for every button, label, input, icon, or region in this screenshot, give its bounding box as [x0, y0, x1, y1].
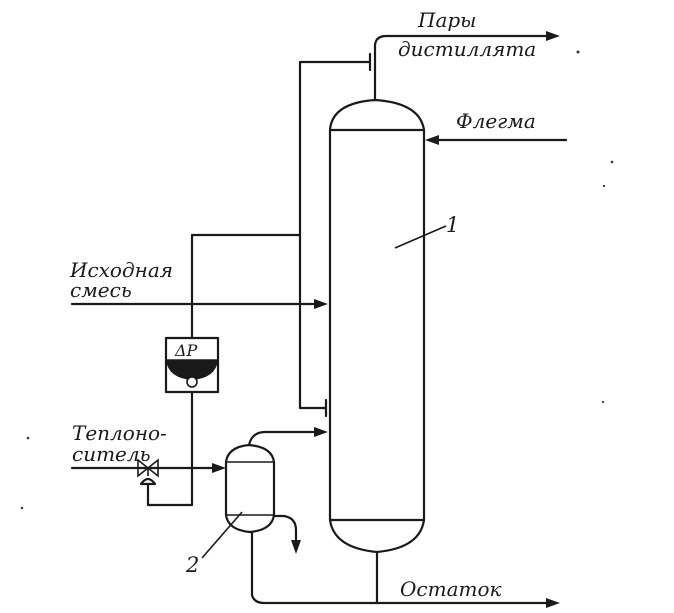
heat-carrier-line — [70, 463, 226, 473]
scan-specks — [20, 50, 614, 510]
pressure-tap-lines — [146, 52, 372, 507]
bottoms-line — [250, 530, 560, 608]
reboiler-leader-line — [201, 511, 243, 559]
vapor-outlet-line — [373, 31, 560, 102]
bottoms-label: Остаток — [400, 577, 501, 601]
reflux-label: Флегма — [456, 109, 536, 133]
feed-label-line2: смесь — [70, 278, 132, 302]
vapor-label-line2: дистиллята — [398, 37, 536, 61]
vapor-label-line1: Пары — [417, 8, 476, 32]
reboiler-vapor-return-line — [247, 427, 328, 447]
feed-inlet-line — [70, 299, 328, 309]
heat-carrier-label-line2: ситель — [72, 442, 151, 466]
column-leader-line — [394, 225, 447, 249]
control-valve — [137, 458, 159, 486]
column-number: 1 — [446, 213, 459, 237]
heat-carrier-label-line1: Теплоно- — [72, 421, 167, 445]
feed-label-line1: Исходная — [69, 258, 173, 282]
reflux-inlet-line — [425, 135, 568, 145]
condensate-outlet-line — [272, 514, 301, 554]
distillation-column — [328, 98, 426, 554]
dp-gauge: ΔP — [164, 336, 220, 394]
reboiler — [224, 443, 276, 534]
dp-gauge-label: ΔP — [174, 341, 198, 360]
reboiler-number: 2 — [185, 553, 199, 577]
